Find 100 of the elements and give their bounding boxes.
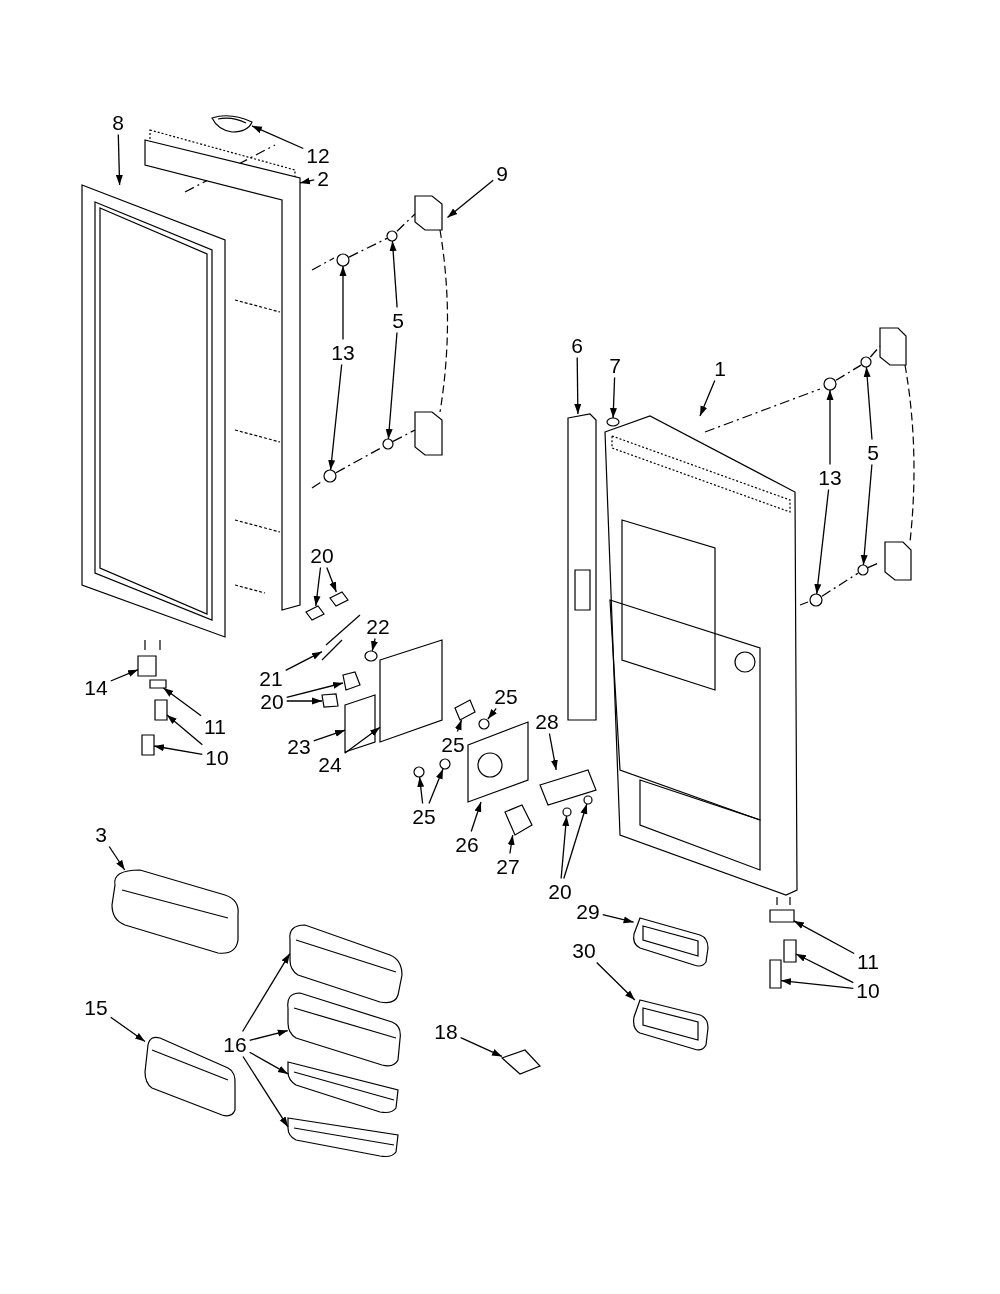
- leader-line: [251, 125, 304, 150]
- grommet: [478, 718, 490, 730]
- hinge-pin: [154, 699, 168, 721]
- hinge-washer: [149, 679, 167, 689]
- callout-number: 24: [317, 753, 343, 775]
- leader-line: [487, 707, 497, 720]
- pin: [329, 591, 349, 607]
- callout-number: 14: [83, 676, 109, 698]
- hinge-cover: [211, 115, 253, 133]
- leader-line: [110, 669, 139, 682]
- leader-line: [596, 961, 636, 1001]
- leader-line: [793, 920, 855, 955]
- leader-line: [371, 637, 378, 652]
- door-clip: [500, 1049, 542, 1075]
- spacer: [364, 650, 378, 662]
- pin: [305, 605, 325, 621]
- callout-number: 20: [547, 880, 573, 902]
- callout-number: 5: [866, 441, 880, 463]
- pin: [321, 693, 339, 708]
- mounting-plate: [379, 639, 443, 743]
- screw: [606, 417, 620, 427]
- callout-number: 30: [571, 939, 597, 961]
- control-module: [467, 721, 529, 803]
- screw: [860, 356, 872, 368]
- leader-line: [108, 845, 126, 871]
- leader-line: [286, 682, 344, 698]
- leader-line: [863, 366, 873, 441]
- hinge-pin: [783, 939, 797, 963]
- door-gasket: [81, 184, 226, 638]
- leader-line: [328, 363, 343, 471]
- callout-number: 29: [575, 900, 601, 922]
- switch: [344, 694, 376, 753]
- callout-number: 3: [94, 823, 108, 845]
- leader-line: [563, 803, 588, 880]
- door-handle: [879, 327, 915, 581]
- grommet: [454, 699, 476, 721]
- callout-number: 11: [856, 950, 880, 972]
- leader-line: [454, 719, 463, 733]
- leader-line: [780, 978, 854, 990]
- leader-line: [385, 331, 398, 440]
- leader-line: [153, 744, 203, 756]
- refrigerator-door: [604, 415, 798, 896]
- alignment-line: [835, 364, 862, 381]
- door-handle: [414, 195, 449, 456]
- screw: [857, 564, 869, 576]
- leader-line: [574, 356, 582, 415]
- door-bin: [111, 869, 239, 954]
- callout-number: 10: [204, 746, 230, 768]
- leader-line: [446, 179, 494, 219]
- leader-line: [313, 729, 346, 742]
- lever-arm: [321, 614, 361, 661]
- callout-number: 28: [534, 710, 560, 732]
- leader-line: [602, 913, 635, 924]
- washer: [823, 377, 837, 391]
- callout-number: 10: [855, 979, 881, 1001]
- leader-line: [242, 1055, 289, 1128]
- leader-line: [826, 389, 834, 466]
- screw: [382, 438, 394, 450]
- callout-number: 15: [83, 996, 109, 1018]
- leader-line: [609, 376, 617, 419]
- hinge-bracket: [137, 655, 157, 677]
- callout-number: 2: [316, 167, 330, 189]
- callout-number: 5: [391, 309, 405, 331]
- actuator: [504, 804, 533, 836]
- screw: [413, 766, 425, 778]
- callout-number: 9: [495, 162, 509, 184]
- screw: [386, 230, 398, 242]
- door-bin: [289, 924, 403, 1004]
- leader-line: [299, 177, 315, 185]
- screw: [562, 807, 572, 817]
- callout-number: 18: [433, 1020, 459, 1042]
- leader-line: [344, 726, 381, 754]
- leader-line: [417, 776, 425, 805]
- washer: [336, 253, 350, 267]
- leader-line: [460, 1037, 503, 1058]
- callout-number: 6: [570, 334, 584, 356]
- trim-frame: [633, 999, 709, 1051]
- callout-number: 22: [365, 615, 391, 637]
- alignment-line: [396, 213, 416, 232]
- callout-number: 11: [203, 715, 227, 737]
- leader-line: [241, 952, 291, 1033]
- callout-number: 25: [411, 805, 437, 827]
- leader-line: [560, 815, 570, 880]
- callout-number: 13: [817, 466, 843, 488]
- leader-line: [428, 768, 444, 805]
- callout-number: 21: [258, 667, 284, 689]
- leader-line: [507, 834, 515, 855]
- leader-line: [814, 488, 830, 595]
- bolt: [769, 959, 782, 989]
- leader-line: [860, 463, 873, 566]
- callout-number: 12: [305, 144, 331, 166]
- callout-number: 1: [713, 357, 727, 379]
- door-bin: [287, 1061, 399, 1114]
- screw: [439, 758, 451, 770]
- leader-line: [115, 133, 123, 186]
- callout-number: 25: [440, 733, 466, 755]
- trim-frame: [633, 917, 709, 967]
- door-strip: [567, 413, 597, 721]
- callout-number: 25: [493, 685, 519, 707]
- leader-line: [162, 687, 202, 717]
